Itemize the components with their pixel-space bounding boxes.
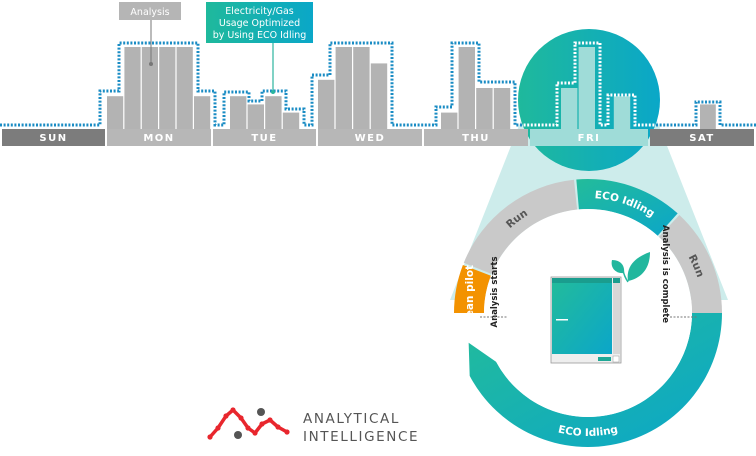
usage-bar-wed — [318, 79, 335, 129]
usage-bar-wed — [370, 63, 388, 129]
usage-bar-tue — [265, 96, 282, 129]
usage-outline-dotted-friday — [518, 41, 660, 127]
day-label-tue: TUE — [251, 133, 277, 144]
usage-bar-fri — [613, 96, 631, 129]
usage-bar-thu — [493, 88, 511, 129]
day-segment-sat — [650, 129, 754, 146]
optimized-leader-dot — [271, 90, 275, 94]
usage-bar-tue — [282, 112, 300, 129]
usage-bars — [107, 47, 716, 129]
analysis-leader-dot — [149, 62, 153, 66]
usage-bar-thu — [441, 112, 458, 129]
usage-bar-wed — [353, 47, 370, 129]
day-strip: SUN MON TUE WED THU FRI SAT — [2, 129, 754, 146]
usage-bar-mon — [141, 47, 158, 129]
day-label-sat: SAT — [689, 133, 715, 144]
usage-bar-fri — [561, 88, 578, 129]
usage-bar-tue — [247, 104, 264, 129]
leaf-icon — [611, 252, 650, 283]
day-label-wed: WED — [355, 133, 386, 144]
usage-bar-mon — [124, 47, 141, 129]
ring-segment-run-1 — [463, 179, 578, 275]
optimized-callout-box — [206, 2, 313, 43]
analysis-callout-box — [119, 2, 181, 20]
day-segment-wed — [318, 129, 422, 146]
app-window-mockup — [550, 276, 622, 364]
day-label-mon: MON — [143, 133, 174, 144]
analysis-starts-label: Analysis starts — [490, 257, 500, 328]
ring-segment-eco-idling-2-arrow — [468, 313, 722, 447]
usage-bar-mon — [107, 96, 124, 129]
usage-bar-tue — [230, 96, 247, 129]
ring-segment-run-2 — [658, 214, 722, 313]
logo-line-2: INTELLIGENCE — [303, 429, 419, 445]
day-segment-fri — [530, 129, 648, 146]
usage-bar-thu — [458, 47, 475, 129]
cycle-ring — [454, 178, 722, 447]
ring-segment-eco-idling-1 — [576, 178, 678, 236]
day-segment-mon — [107, 129, 211, 146]
usage-bar-mon — [176, 47, 193, 129]
analytical-intelligence-logo: ANALYTICAL INTELLIGENCE — [207, 407, 419, 445]
ring-label-clean-pilot: clean pilot — [464, 265, 476, 327]
analysis-complete-label: Analysis is complete — [660, 225, 670, 323]
analysis-callout-label: Analysis — [130, 7, 169, 18]
day-segment-sun — [2, 129, 105, 146]
usage-bar-thu — [476, 88, 493, 129]
usage-bar-fri — [578, 47, 595, 129]
optimized-callout-line-2: Usage Optimized — [219, 18, 300, 29]
usage-bar-mon — [194, 96, 211, 129]
ring-segment-clean-pilot — [454, 264, 491, 313]
usage-bar-wed — [335, 47, 352, 129]
optimized-callout-line-1: Electricity/Gas — [225, 6, 294, 17]
usage-bar-sat — [700, 104, 716, 129]
day-segment-thu — [424, 129, 528, 146]
optimized-callout-line-3: by Using ECO Idling — [213, 30, 307, 41]
day-label-fri: FRI — [578, 133, 601, 144]
day-segment-tue — [213, 129, 316, 146]
logo-line-1: ANALYTICAL — [303, 411, 400, 427]
usage-bar-mon — [159, 47, 176, 129]
day-label-thu: THU — [462, 133, 490, 144]
day-label-sun: SUN — [39, 133, 67, 144]
ring-label-eco-idling-2: ECO Idling — [557, 423, 619, 439]
